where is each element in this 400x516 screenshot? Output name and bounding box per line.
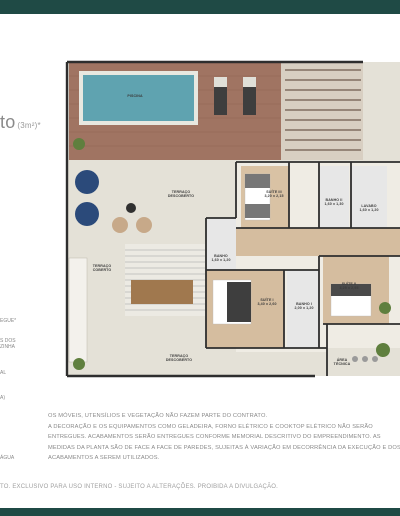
- note-line: ACABAMENTOS A SEREM UTILIZADOS.: [48, 455, 160, 462]
- page-title-area: (3m²)*: [17, 121, 41, 130]
- note-line: A DECORAÇÃO E OS EQUIPAMENTOS COMO GELAD…: [48, 423, 373, 430]
- label-terraco-bottom: TERRAÇO DESCOBERTO: [165, 354, 193, 363]
- covered-terrace-strip: [68, 257, 88, 363]
- bed-blanket: [245, 174, 270, 188]
- stool: [136, 217, 152, 233]
- lavabo-floor: [351, 166, 387, 228]
- round-chair: [75, 202, 99, 226]
- feature-item: S DOS: [0, 338, 16, 344]
- bed-blanket: [227, 282, 251, 322]
- lounger-cushion: [214, 77, 227, 87]
- banho-i-floor: [287, 270, 319, 348]
- label-area-tecnica: ÁREA TÉCNICA: [333, 358, 351, 367]
- plant: [376, 343, 390, 357]
- feature-item: AL: [0, 370, 7, 376]
- stool: [112, 217, 128, 233]
- pool-water: [83, 75, 194, 121]
- bed-blanket: [331, 284, 371, 296]
- hallway-floor: [236, 228, 400, 256]
- banho-ii-floor: [319, 166, 349, 228]
- floor-plan: PISCINA TERRAÇO DESCOBERTO TERRAÇO COBER…: [65, 58, 400, 378]
- note-line: MEDIDAS DA PLANTA SÃO DE FACE A FACE DE …: [48, 444, 400, 451]
- footer-note: TO. EXCLUSIVO PARA USO INTERNO - SUJEITO…: [0, 484, 279, 490]
- label-piscina: PISCINA: [127, 94, 143, 98]
- top-band: [0, 0, 400, 14]
- side-table: [126, 203, 136, 213]
- plant: [73, 138, 85, 150]
- feature-item: ZINHA: [0, 344, 15, 350]
- feature-item: EGUE*: [0, 318, 17, 324]
- pergola: [281, 62, 363, 160]
- disclaimer-notes: OS MÓVEIS, UTENSÍLIOS E VEGETAÇÃO NÃO FA…: [48, 411, 400, 464]
- feature-item: A): [0, 395, 5, 401]
- plant: [379, 302, 391, 314]
- label-terraco-top: TERRAÇO DESCOBERTO: [167, 190, 195, 199]
- bed-blanket: [245, 204, 270, 218]
- page-title-text: to: [0, 112, 16, 132]
- plant: [73, 358, 85, 370]
- note-line: ENTREGUES. ACABAMENTOS SERÃO ENTREGUES C…: [48, 434, 381, 441]
- banho-top-floor: [206, 218, 236, 270]
- label-terraco-left: TERRAÇO COBERTO: [92, 264, 112, 273]
- floor-plan-drawing: [65, 60, 400, 378]
- feature-item: ÁGUA: [0, 455, 15, 461]
- page-title: to(3m²)*: [0, 112, 41, 133]
- round-chair: [75, 170, 99, 194]
- lounger-cushion: [243, 77, 256, 87]
- dining-table: [131, 280, 193, 304]
- note-line: OS MÓVEIS, UTENSÍLIOS E VEGETAÇÃO NÃO FA…: [48, 413, 268, 419]
- bottom-band: [0, 508, 400, 516]
